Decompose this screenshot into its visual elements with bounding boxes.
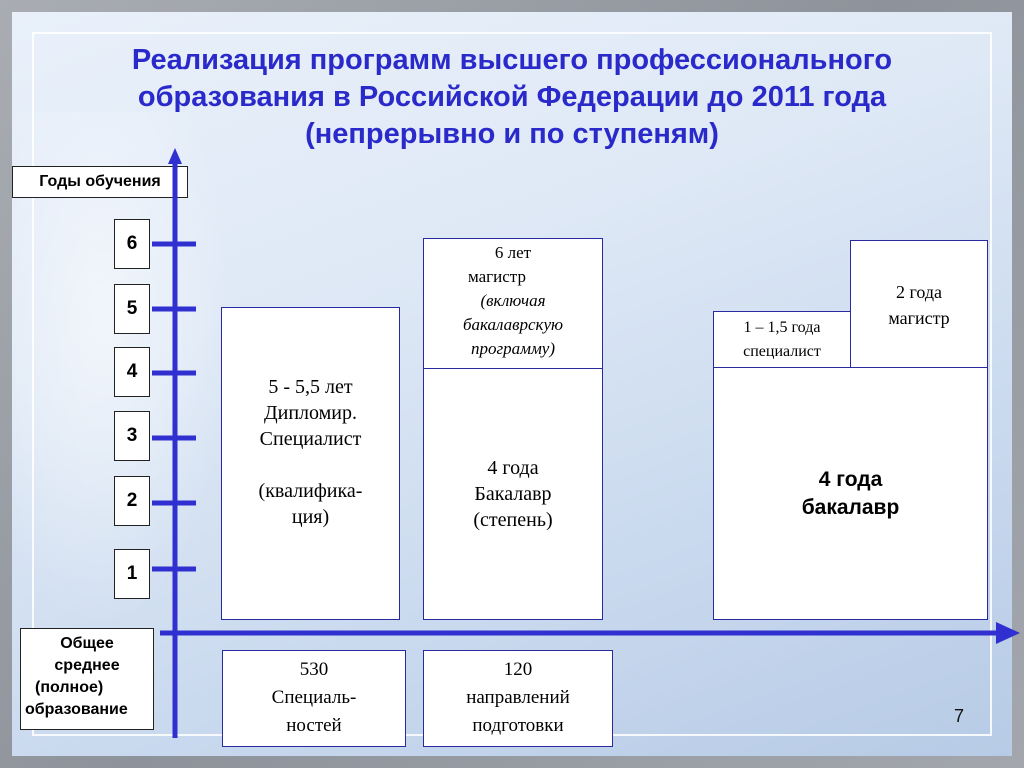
title-line-3: (непрерывно и по ступеням) — [305, 118, 719, 150]
general-line-3: (полное) — [35, 679, 104, 696]
specialist-spacer — [222, 452, 399, 478]
page-number: 7 — [953, 706, 964, 726]
specialist-line-6: ция) — [291, 506, 330, 528]
year-tick-label-1: 1 — [114, 549, 150, 599]
directions-line-3: подготовки — [472, 715, 564, 736]
bachelor-mid-line-2: Бакалавр — [474, 483, 552, 505]
year-tick-label-4: 4 — [114, 347, 150, 397]
bachelor-mid-line-1: 4 года — [487, 457, 539, 479]
bachelor-right-line-1: 4 года — [818, 468, 883, 491]
specialist-line-5: (квалифика- — [258, 480, 363, 502]
year-tick-label-6: 6 — [114, 219, 150, 269]
directions-line-1: 120 — [503, 659, 533, 680]
slide-title: Реализация программ высшего профессионал… — [40, 42, 984, 153]
years-axis-label: Годы обучения — [12, 166, 188, 198]
master-addon-line-2: магистр — [888, 308, 950, 328]
master-full-line-4: бакалаврскую — [462, 315, 564, 334]
specialist-line-1: 5 - 5,5 лет — [268, 376, 353, 398]
title-line-1: Реализация программ высшего профессионал… — [131, 44, 893, 76]
specialties-line-3: ностей — [286, 715, 342, 736]
master-full-line-1: 6 лет — [494, 243, 532, 262]
master-addon-line-1: 2 года — [895, 282, 943, 302]
specialist-line-2: Дипломир. — [263, 402, 357, 424]
specialist-line-3: Специалист — [259, 428, 362, 450]
master-full-line-5: программу) — [470, 339, 556, 358]
general-line-2: среднее — [54, 657, 120, 674]
bachelor-right-block: 4 года бакалавр — [713, 367, 988, 620]
specialist-addon-block: 1 – 1,5 года специалист — [713, 311, 851, 369]
specialist-block: 5 - 5,5 лет Дипломир. Специалист (квалиф… — [221, 307, 400, 620]
bachelor-mid-line-3: (степень) — [473, 509, 553, 531]
year-tick-label-3: 3 — [114, 411, 150, 461]
general-line-1: Общее — [60, 635, 114, 652]
general-line-4: образование — [25, 701, 128, 718]
year-tick-label-2: 2 — [114, 476, 150, 526]
bachelor-mid-block: 4 года Бакалавр (степень) — [423, 368, 603, 620]
specialties-line-1: 530 — [299, 659, 329, 680]
general-education-label: Общее среднее (полное) образование — [20, 628, 154, 730]
master-addon-block: 2 года магистр — [850, 240, 988, 369]
specialist-addon-line-1: 1 – 1,5 года — [743, 319, 821, 336]
year-tick-label-5: 5 — [114, 284, 150, 334]
directions-line-2: направлений — [466, 687, 570, 708]
master-full-block: 6 лет магистр (включая бакалаврскую прог… — [423, 238, 603, 370]
master-full-line-2: магистр — [468, 267, 526, 286]
title-line-2: образования в Российской Федерации до 20… — [137, 81, 887, 113]
bachelor-right-line-2: бакалавр — [801, 496, 900, 519]
specialties-line-2: Специаль- — [271, 687, 357, 708]
master-full-line-3: (включая — [480, 291, 546, 310]
directions-count-box: 120 направлений подготовки — [423, 650, 613, 747]
specialist-addon-line-2: специалист — [743, 343, 821, 360]
specialties-count-box: 530 Специаль- ностей — [222, 650, 406, 747]
